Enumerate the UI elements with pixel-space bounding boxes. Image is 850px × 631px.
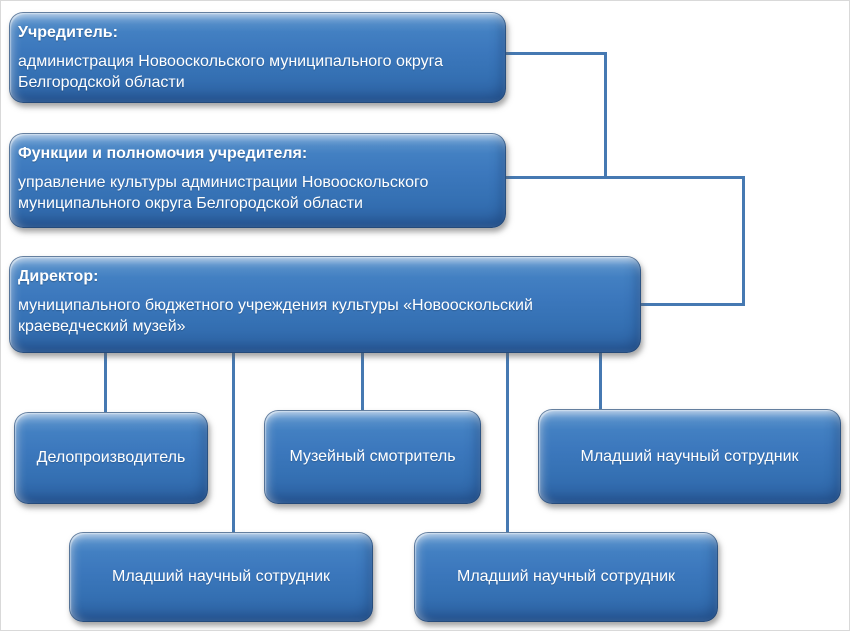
founder-title: Учредитель: (18, 24, 118, 41)
founder-functions-box: Функции и полномочия учредителя: управле… (9, 133, 506, 228)
staff-box-museum-attendant: Музейный смотритель (264, 410, 481, 504)
director-box: Директор: муниципального бюджетного учре… (9, 256, 641, 353)
director-body: муниципального бюджетного учреждения кул… (18, 297, 533, 336)
connector-to-clerk (104, 353, 107, 414)
staff-box-junior-researcher-2-label: Младший научный сотрудник (111, 568, 330, 585)
staff-box-junior-researcher-3-label: Младший научный сотрудник (456, 568, 675, 585)
staff-box-clerk: Делопроизводитель (14, 412, 208, 504)
connector-to-junior-researcher-1 (599, 353, 602, 410)
staff-box-junior-researcher-2: Младший научный сотрудник (69, 532, 373, 622)
staff-box-junior-researcher-1-label: Младший научный сотрудник (580, 447, 799, 465)
connector-to-junior-researcher-2 (232, 353, 235, 534)
connector-functions-v (742, 176, 745, 306)
connector-founder-h (504, 52, 607, 55)
staff-box-museum-attendant-label: Музейный смотритель (289, 448, 456, 465)
connector-to-museum-attendant (361, 353, 364, 411)
staff-box-junior-researcher-3: Младший научный сотрудник (414, 532, 718, 622)
connector-founder-v (604, 52, 607, 179)
founder-functions-body: управление культуры администрации Новоос… (18, 174, 429, 213)
founder-body: администрация Новооскольского муниципаль… (18, 53, 444, 92)
staff-box-clerk-label: Делопроизводитель (36, 449, 186, 466)
connector-functions-h (504, 176, 745, 179)
founder-functions-title: Функции и полномочия учредителя: (18, 145, 308, 162)
founder-box: Учредитель: администрация Новооскольског… (9, 12, 506, 103)
director-title: Директор: (18, 268, 99, 285)
staff-box-junior-researcher-1: Младший научный сотрудник (538, 409, 841, 504)
connector-director-h (639, 303, 745, 306)
connector-to-junior-researcher-3 (506, 353, 509, 534)
